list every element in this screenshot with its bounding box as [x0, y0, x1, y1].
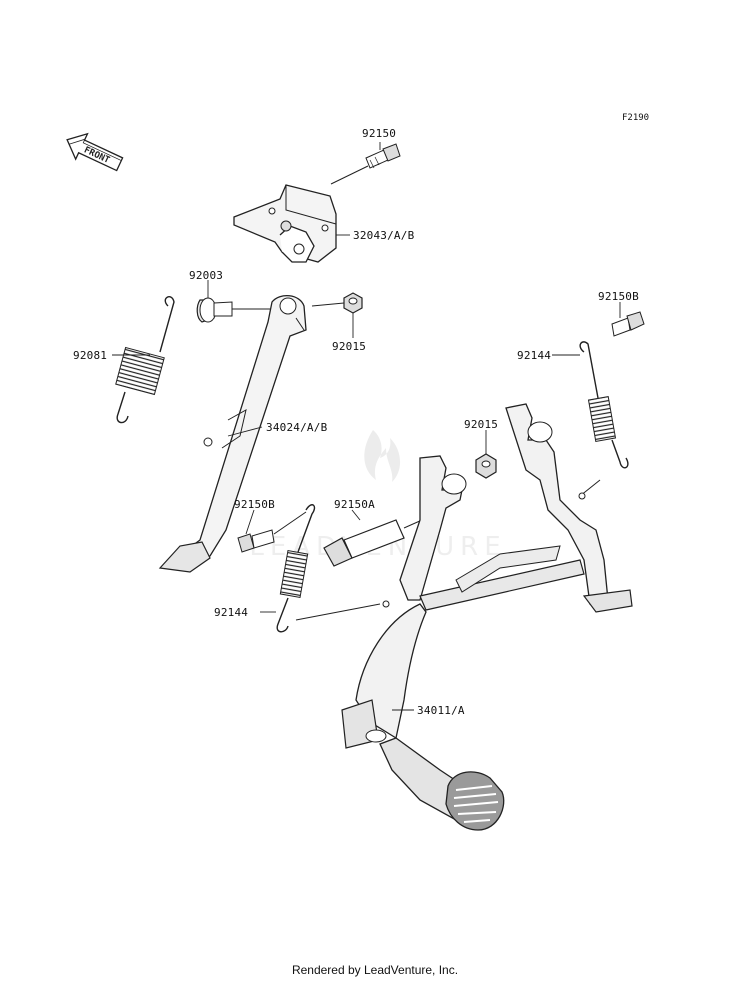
- bolt-92150a-icon: [323, 511, 441, 567]
- footer-credit: Rendered by LeadVenture, Inc.: [291, 963, 459, 977]
- callout-92150: 92150: [362, 127, 397, 140]
- pin-92003-icon: [196, 297, 272, 323]
- main-stand-34011-icon: [341, 403, 633, 831]
- spring-92081-icon: [115, 296, 175, 424]
- bolt-92150b-left-icon: [237, 511, 307, 553]
- callout-92015-center: 92015: [464, 418, 499, 431]
- bracket-32043-icon: [233, 184, 337, 263]
- nut-92015-upper-icon: [311, 292, 363, 314]
- leader-lines: [112, 142, 621, 711]
- side-stand-34024-icon: [158, 295, 307, 573]
- spring-92144-left-icon: [276, 504, 381, 633]
- figure-code: F2190: [622, 113, 650, 123]
- callout-34011: 34011/A: [417, 704, 465, 717]
- callout-92081: 92081: [73, 349, 108, 362]
- callout-92144-left: 92144: [214, 606, 249, 619]
- callout-92003: 92003: [189, 269, 224, 282]
- spring-92144-right-icon: [579, 341, 629, 497]
- nut-92015-center-icon: [475, 453, 497, 479]
- callout-92015-upper: 92015: [332, 340, 367, 353]
- bolt-92150b-right-icon: [611, 311, 645, 337]
- callout-92144-right: 92144: [517, 349, 552, 362]
- callout-92150b-left: 92150B: [234, 498, 275, 511]
- callout-32043: 32043/A/B: [353, 229, 415, 242]
- bolt-92150-icon: [330, 143, 401, 185]
- front-arrow-icon: FRONT: [66, 132, 124, 172]
- callout-92150b-right: 92150B: [598, 290, 639, 303]
- callout-34024: 34024/A/B: [266, 421, 328, 434]
- callout-92150a: 92150A: [334, 498, 375, 511]
